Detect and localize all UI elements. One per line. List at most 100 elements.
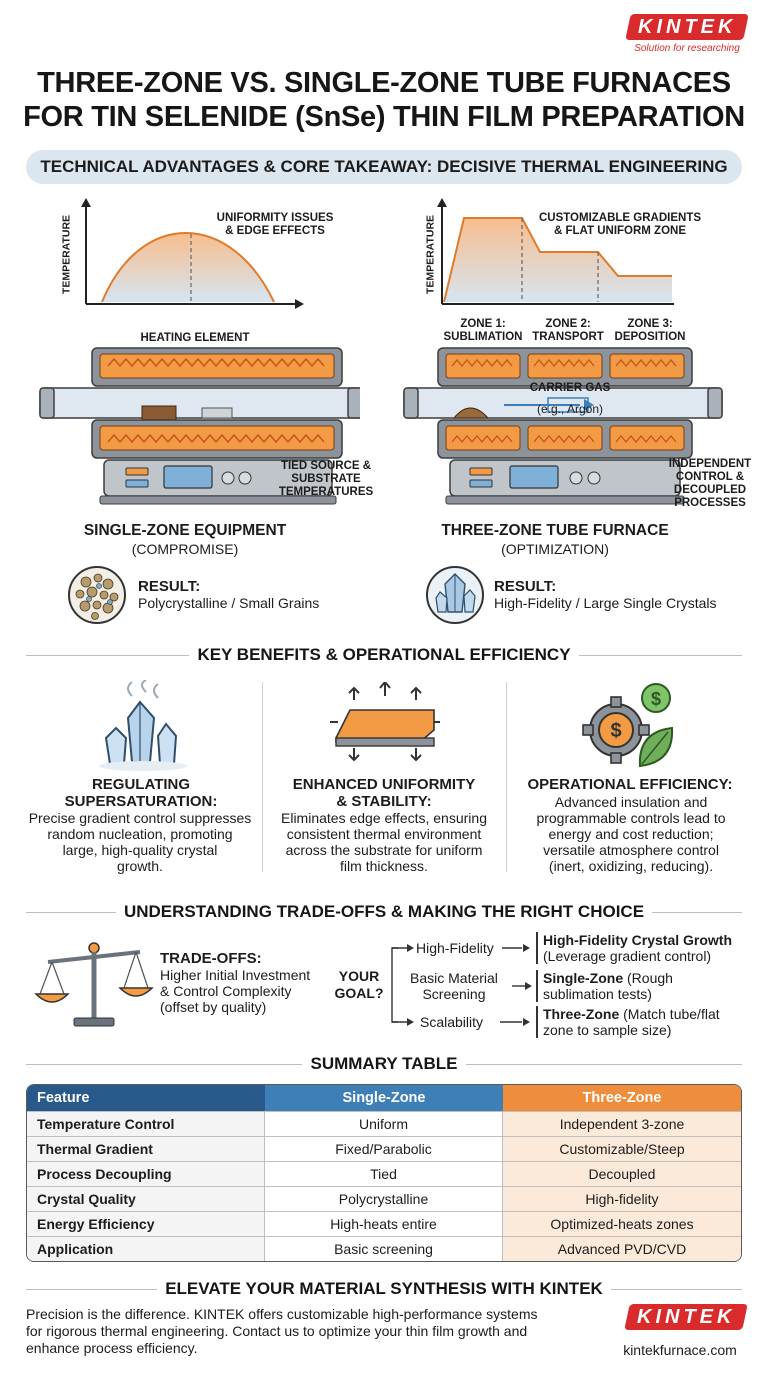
single-zone-profile-fill bbox=[102, 233, 274, 302]
table-cell: Energy Efficiency bbox=[27, 1211, 265, 1236]
table-cell: Process Decoupling bbox=[27, 1161, 265, 1186]
benefits-separator-2 bbox=[506, 682, 507, 872]
summary-header-single-zone: Single-Zone bbox=[265, 1085, 503, 1111]
table-cell: Optimized-heats zones bbox=[503, 1211, 741, 1236]
table-cell: Temperature Control bbox=[27, 1111, 265, 1136]
page-title-line-1: THREE-ZONE VS. SINGLE-ZONE TUBE FURNACES bbox=[37, 67, 731, 99]
table-cell: High-heats entire bbox=[265, 1211, 503, 1236]
zone-2-label: ZONE 2:TRANSPORT bbox=[532, 318, 604, 343]
single-zone-temperature-chart bbox=[81, 198, 304, 309]
summary-table: Feature Single-Zone Three-Zone Temperatu… bbox=[26, 1084, 742, 1262]
table-cell: Tied bbox=[265, 1161, 503, 1186]
single-zone-subheading: (COMPROMISE) bbox=[131, 541, 239, 557]
table-cell: Polycrystalline bbox=[265, 1186, 503, 1211]
three-zone-subheading: (OPTIMIZATION) bbox=[501, 541, 609, 557]
website-link[interactable]: kintekfurnace.com bbox=[623, 1342, 737, 1358]
footer-brand-logo[interactable]: KINTEK bbox=[622, 1304, 750, 1330]
crystal-cluster-icon bbox=[99, 680, 187, 771]
section-banner: TECHNICAL ADVANTAGES & CORE TAKEAWAY: DE… bbox=[26, 150, 742, 184]
brand-logo-badge: KINTEK bbox=[625, 14, 749, 40]
tradeoffs-heading: UNDERSTANDING TRADE-OFFS & MAKING THE RI… bbox=[0, 902, 768, 922]
single-zone-axis-label-wrap: TEMPERATURE bbox=[58, 210, 74, 300]
table-cell: Decoupled bbox=[503, 1161, 741, 1186]
goal-decision-arrows bbox=[391, 944, 532, 1026]
single-zone-result: RESULT: Polycrystalline / Small Grains bbox=[138, 578, 319, 611]
zone-1-label: ZONE 1:SUBLIMATION bbox=[443, 318, 523, 343]
svg-text:$: $ bbox=[610, 720, 621, 742]
uniform-substrate-icon bbox=[330, 682, 440, 762]
table-cell: Advanced PVD/CVD bbox=[503, 1236, 741, 1261]
three-zone-result-text: High-Fidelity / Large Single Crystals bbox=[494, 595, 717, 611]
summary-table-header: Feature Single-Zone Three-Zone bbox=[27, 1085, 741, 1111]
three-zone-result-title: RESULT: bbox=[494, 578, 557, 595]
single-zone-furnace-illustration bbox=[39, 347, 360, 505]
three-zone-heading: THREE-ZONE TUBE FURNACE bbox=[441, 522, 669, 539]
carrier-gas-example: (e.g., Argon) bbox=[536, 402, 604, 416]
single-zone-profile-curve bbox=[101, 232, 275, 303]
gear-money-leaf-icon: $ $ bbox=[582, 683, 674, 768]
single-zone-heading: SINGLE-ZONE EQUIPMENT bbox=[83, 522, 287, 539]
single-crystal-icon bbox=[426, 566, 484, 624]
carrier-gas-label: CARRIER GAS bbox=[529, 382, 611, 394]
three-zone-profile-line bbox=[443, 217, 672, 303]
three-zone-furnace-illustration bbox=[403, 347, 723, 505]
cta-text: Precision is the difference. KINTEK offe… bbox=[26, 1306, 538, 1356]
tradeoffs-title: TRADE-OFFS: bbox=[160, 950, 262, 967]
table-row: Crystal Quality Polycrystalline High-fid… bbox=[27, 1186, 741, 1211]
table-row: Energy Efficiency High-heats entire Opti… bbox=[27, 1211, 741, 1236]
table-cell: Fixed/Parabolic bbox=[265, 1136, 503, 1161]
cta-heading: ELEVATE YOUR MATERIAL SYNTHESIS WITH KIN… bbox=[0, 1279, 768, 1299]
table-cell: High-fidelity bbox=[503, 1186, 741, 1211]
three-zone-profile-fill bbox=[444, 218, 672, 302]
three-zone-axis-label-wrap: TEMPERATURE bbox=[422, 210, 438, 300]
three-zone-result: RESULT: High-Fidelity / Large Single Cry… bbox=[494, 578, 717, 611]
benefits-heading: KEY BENEFITS & OPERATIONAL EFFICIENCY bbox=[0, 645, 768, 665]
single-zone-axis-label: TEMPERATURE bbox=[60, 214, 73, 295]
table-row: Application Basic screening Advanced PVD… bbox=[27, 1236, 741, 1261]
table-cell: Customizable/Steep bbox=[503, 1136, 741, 1161]
zone-3-label: ZONE 3:DEPOSITION bbox=[614, 318, 686, 343]
page-title: THREE-ZONE VS. SINGLE-ZONE TUBE FURNACES… bbox=[0, 66, 768, 134]
table-row: Temperature Control Uniform Independent … bbox=[27, 1111, 741, 1136]
single-zone-result-text: Polycrystalline / Small Grains bbox=[138, 595, 320, 611]
single-zone-profile-note: UNIFORMITY ISSUES& EDGE EFFECTS bbox=[216, 212, 334, 237]
goal-result-three-zone: Three-Zone (Match tube/flat zone to samp… bbox=[536, 1006, 746, 1038]
svg-text:$: $ bbox=[651, 689, 661, 709]
summary-heading: SUMMARY TABLE bbox=[0, 1054, 768, 1074]
tradeoffs-summary: TRADE-OFFS: Higher Initial Investment& C… bbox=[160, 950, 310, 1015]
table-cell: Application bbox=[27, 1236, 265, 1261]
table-row: Process Decoupling Tied Decoupled bbox=[27, 1161, 741, 1186]
benefit-2-title: ENHANCED UNIFORMITY& STABILITY: bbox=[292, 776, 476, 810]
table-cell: Crystal Quality bbox=[27, 1186, 265, 1211]
summary-header-feature: Feature bbox=[27, 1085, 265, 1111]
goal-option-high-fidelity: High-Fidelity bbox=[416, 940, 494, 956]
table-cell: Uniform bbox=[265, 1111, 503, 1136]
table-cell: Thermal Gradient bbox=[27, 1136, 265, 1161]
tradeoffs-text: Higher Initial Investment& Control Compl… bbox=[160, 967, 311, 1015]
brand-tagline: Solution for researching bbox=[634, 43, 740, 54]
polycrystalline-grains-icon bbox=[68, 566, 126, 624]
table-cell: Basic screening bbox=[265, 1236, 503, 1261]
three-zone-axis-label: TEMPERATURE bbox=[424, 214, 437, 295]
goal-result-single-zone: Single-Zone (Rough sublimation tests) bbox=[536, 970, 746, 1002]
footer-brand-logo-badge: KINTEK bbox=[624, 1304, 748, 1330]
goal-result-high-fidelity: High-Fidelity Crystal Growth(Leverage gr… bbox=[536, 932, 746, 964]
heating-element-label: HEATING ELEMENT bbox=[140, 332, 250, 344]
goal-option-scalability: Scalability bbox=[420, 1014, 484, 1030]
table-row: Thermal Gradient Fixed/Parabolic Customi… bbox=[27, 1136, 741, 1161]
three-zone-profile-note: CUSTOMIZABLE GRADIENTS& FLAT UNIFORM ZON… bbox=[538, 212, 702, 237]
summary-header-three-zone: Three-Zone bbox=[503, 1085, 741, 1111]
brand-logo: KINTEK Solution for researching bbox=[622, 14, 752, 54]
page-title-line-2: FOR TIN SELENIDE (SnSe) THIN FILM PREPAR… bbox=[23, 101, 745, 133]
balance-scale-icon bbox=[34, 942, 154, 1027]
table-cell: Independent 3-zone bbox=[503, 1111, 741, 1136]
single-zone-result-title: RESULT: bbox=[138, 578, 201, 595]
